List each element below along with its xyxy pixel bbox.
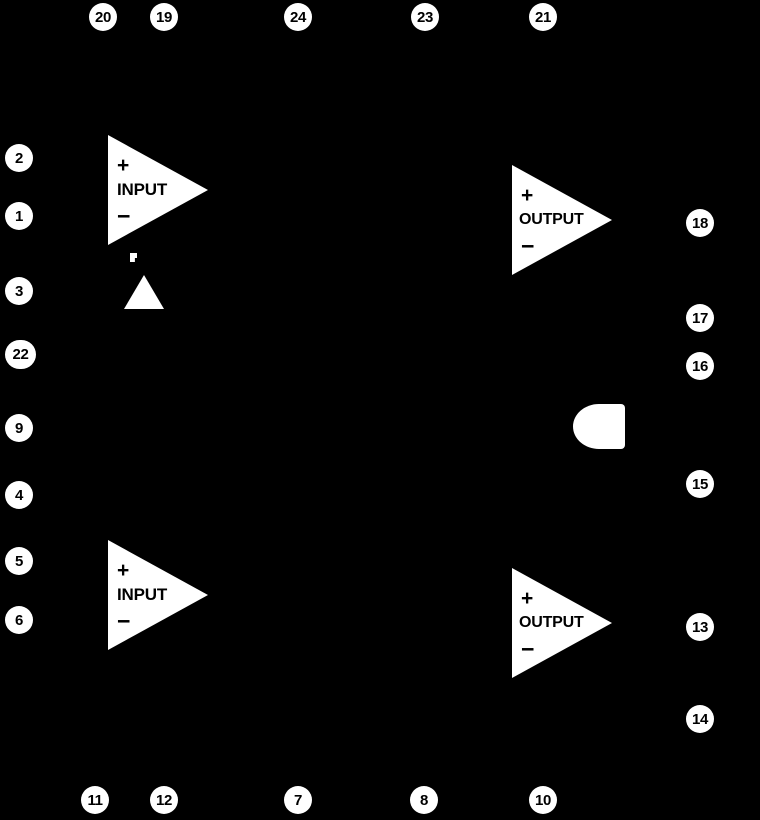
amplifier-label: OUTPUT xyxy=(519,211,584,228)
pin-number-label: 23 xyxy=(417,8,433,26)
pin-number-label: 24 xyxy=(290,8,306,26)
amplifier-label: OUTPUT xyxy=(519,614,584,631)
pin-badge-top-20[interactable]: 20 xyxy=(89,3,117,31)
pin-badge-bottom-7[interactable]: 7 xyxy=(284,786,312,814)
cursor-pointer-icon xyxy=(130,253,137,262)
pin-badge-top-24[interactable]: 24 xyxy=(284,3,312,31)
pin-number-label: 12 xyxy=(156,791,172,809)
amplifier-label: INPUT xyxy=(117,180,168,199)
pin-number-label: 20 xyxy=(95,8,111,26)
amplifier-label: INPUT xyxy=(117,585,168,604)
plus-sign-label: + xyxy=(117,154,130,177)
amplifier-input-bottom[interactable]: + INPUT − xyxy=(108,540,208,650)
pin-badge-bottom-8[interactable]: 8 xyxy=(410,786,438,814)
pin-number-label: 1 xyxy=(15,207,23,225)
pin-badge-top-23[interactable]: 23 xyxy=(411,3,439,31)
pin-number-label: 22 xyxy=(12,346,29,363)
minus-sign-label: − xyxy=(117,608,131,634)
pin-number-label: 8 xyxy=(420,791,428,809)
pin-badge-left-9[interactable]: 9 xyxy=(5,414,33,442)
pin-badge-right-14[interactable]: 14 xyxy=(686,705,714,733)
amplifier-triangle-icon xyxy=(108,540,208,650)
pin-badge-bottom-11[interactable]: 11 xyxy=(81,786,109,814)
pin-number-label: 9 xyxy=(15,419,23,437)
pin-badge-right-18[interactable]: 18 xyxy=(686,209,714,237)
plus-sign-label: + xyxy=(521,587,534,610)
pin-badge-right-16[interactable]: 16 xyxy=(686,352,714,380)
pin-number-label: 19 xyxy=(156,8,172,26)
pin-number-label: 18 xyxy=(692,214,708,232)
pin-number-label: 11 xyxy=(87,791,103,809)
amplifier-triangle-icon xyxy=(512,165,612,275)
pin-badge-right-15[interactable]: 15 xyxy=(686,470,714,498)
pin-badge-left-3[interactable]: 3 xyxy=(5,277,33,305)
pin-badge-left-4[interactable]: 4 xyxy=(5,481,33,509)
minus-sign-label: − xyxy=(117,203,131,229)
pin-number-label: 17 xyxy=(692,309,708,327)
pin-number-label: 6 xyxy=(15,611,23,629)
plus-sign-label: + xyxy=(117,559,130,582)
pin-number-label: 2 xyxy=(15,149,23,167)
pin-badge-left-6[interactable]: 6 xyxy=(5,606,33,634)
pin-badge-top-21[interactable]: 21 xyxy=(529,3,557,31)
amplifier-triangle-icon xyxy=(512,568,612,678)
pin-number-label: 14 xyxy=(692,710,708,728)
plus-sign-label: + xyxy=(521,184,534,207)
minus-sign-label: − xyxy=(521,636,535,662)
amplifier-triangle-icon xyxy=(108,135,208,245)
pin-badge-left-2[interactable]: 2 xyxy=(5,144,33,172)
pin-number-label: 5 xyxy=(15,552,23,570)
pin-badge-right-13[interactable]: 13 xyxy=(686,613,714,641)
pin-badge-right-17[interactable]: 17 xyxy=(686,304,714,332)
pin-badge-top-19[interactable]: 19 xyxy=(150,3,178,31)
pin-number-label: 21 xyxy=(535,8,551,26)
pin-badge-left-1[interactable]: 1 xyxy=(5,202,33,230)
pin-badge-bottom-10[interactable]: 10 xyxy=(529,786,557,814)
pin-number-label: 7 xyxy=(294,791,302,809)
minus-sign-label: − xyxy=(521,233,535,259)
d-block-shape xyxy=(573,404,625,449)
pin-badge-left-22[interactable]: 22 xyxy=(5,340,36,369)
amplifier-output-bottom[interactable]: + OUTPUT − xyxy=(512,568,612,678)
pin-number-label: 4 xyxy=(15,486,23,504)
amplifier-output-top[interactable]: + OUTPUT − xyxy=(512,165,612,275)
pin-number-label: 3 xyxy=(15,282,23,300)
pin-number-label: 10 xyxy=(535,791,551,809)
pin-badge-bottom-12[interactable]: 12 xyxy=(150,786,178,814)
pin-number-label: 15 xyxy=(692,475,708,493)
pin-number-label: 13 xyxy=(692,618,708,636)
amplifier-input-top[interactable]: + INPUT − xyxy=(108,135,208,245)
pin-number-label: 16 xyxy=(692,357,708,375)
pin-badge-left-5[interactable]: 5 xyxy=(5,547,33,575)
ground-triangle-icon xyxy=(124,275,164,309)
